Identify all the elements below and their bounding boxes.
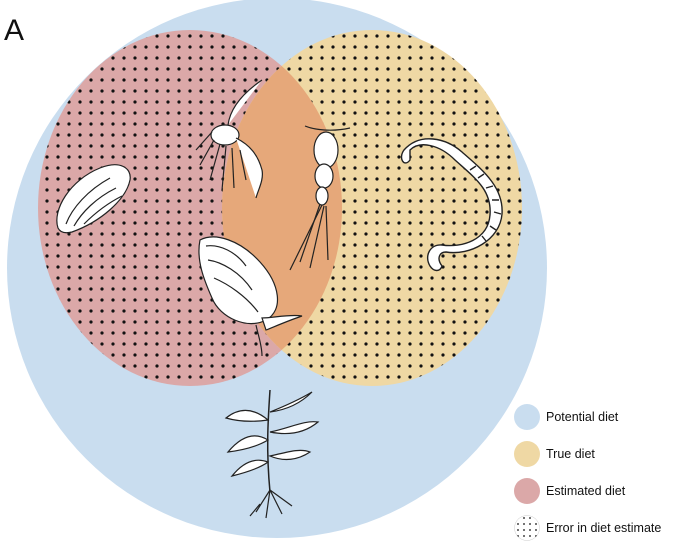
legend-label: Error in diet estimate: [546, 521, 661, 535]
panel-label: A: [4, 14, 24, 48]
legend-label: Potential diet: [546, 410, 618, 424]
legend-item-potential: Potential diet: [514, 404, 682, 441]
legend-item-estimated: Estimated diet: [514, 478, 682, 515]
legend: Potential diet True diet Estimated diet …: [514, 404, 682, 552]
legend-label: True diet: [546, 447, 595, 461]
legend-item-error: Error in diet estimate: [514, 515, 682, 552]
legend-item-true: True diet: [514, 441, 682, 478]
legend-label: Estimated diet: [546, 484, 625, 498]
